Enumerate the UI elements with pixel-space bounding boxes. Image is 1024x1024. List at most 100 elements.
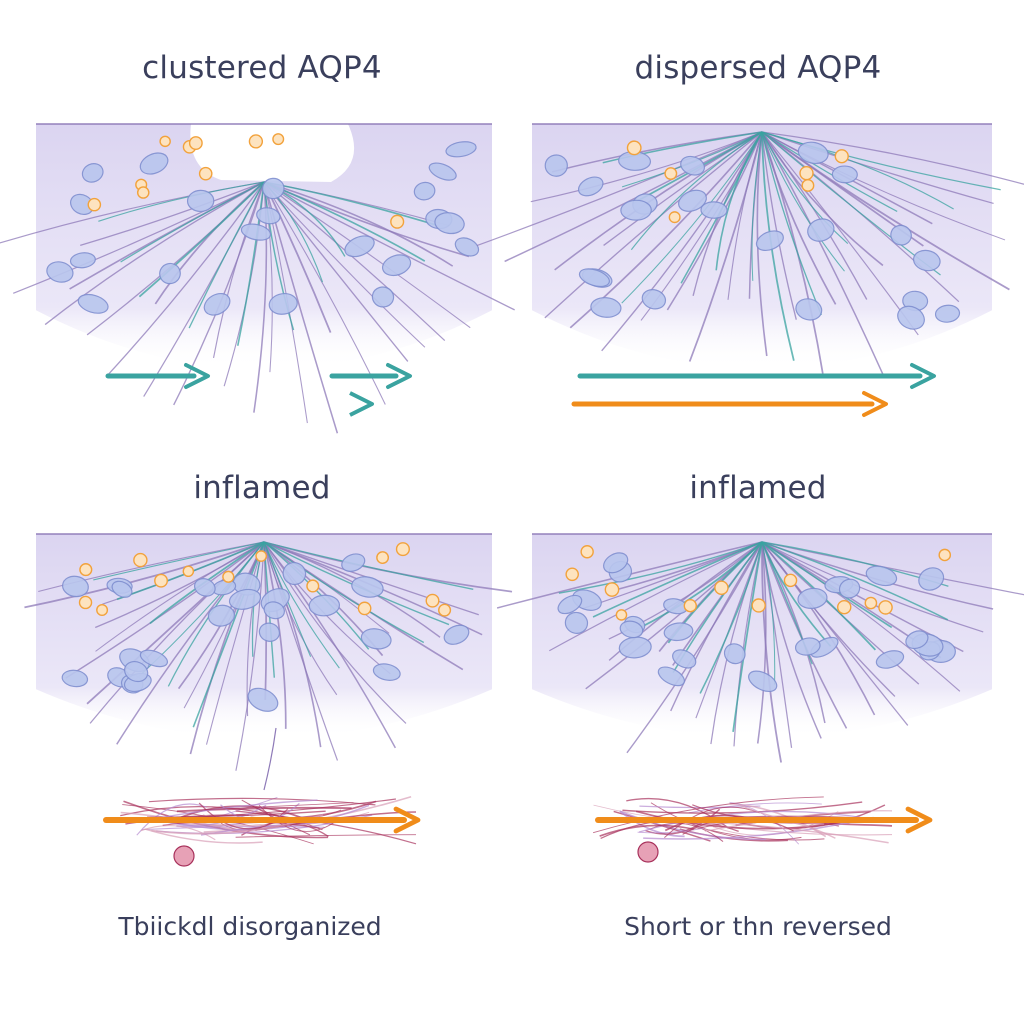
glial-fiber: [761, 131, 837, 305]
disorganized-fiber: [136, 803, 207, 836]
cell-nucleus: [111, 580, 133, 598]
inflamed-right-diagram: [496, 528, 1024, 878]
glial-fiber: [235, 541, 265, 771]
aqp4-process: [558, 541, 763, 594]
aqp4-cluster: [799, 165, 814, 181]
glial-fiber: [761, 131, 884, 376]
glial-fiber: [189, 541, 265, 755]
cell-nucleus: [544, 154, 568, 177]
aqp4-cluster: [96, 604, 109, 617]
glial-fiber: [89, 541, 265, 724]
glial-fiber: [263, 181, 454, 267]
cell-nucleus: [159, 262, 181, 285]
cell-nucleus: [258, 622, 281, 642]
aqp4-cluster: [395, 542, 410, 557]
glial-fiber: [24, 541, 265, 609]
aqp4-process: [761, 131, 822, 316]
cell-nucleus: [838, 578, 861, 599]
cell-nucleus: [875, 650, 905, 669]
glial-fiber: [761, 541, 782, 763]
cell-nucleus: [590, 297, 622, 318]
aqp4-process: [192, 541, 265, 728]
aqp4-cluster: [864, 596, 878, 610]
aqp4-process: [761, 131, 898, 212]
cell-nucleus: [657, 666, 685, 687]
panel-title-inflamed-right: inflamed: [689, 470, 827, 506]
glial-fiber: [761, 541, 1024, 596]
glial-fiber: [761, 131, 1006, 241]
cell-nucleus: [139, 152, 169, 175]
disorganized-fiber: [258, 804, 337, 832]
flow-arrow-head: [905, 806, 933, 834]
aqp4-process: [138, 181, 265, 298]
aqp4-cluster: [79, 563, 93, 577]
aqp4-cluster: [664, 167, 678, 180]
glial-fiber: [761, 541, 896, 697]
cell-nucleus: [918, 567, 945, 591]
cell-nucleus: [360, 628, 392, 650]
clustered-aqp4-diagram: [0, 118, 515, 434]
cell-nucleus: [381, 254, 412, 277]
cell-nucleus: [797, 141, 829, 165]
glial-fiber: [263, 541, 407, 724]
glial-fiber: [761, 541, 793, 748]
glial-fiber: [205, 541, 265, 745]
cell-nucleus: [193, 578, 216, 597]
glial-fiber: [476, 131, 763, 247]
glial-fiber: [212, 181, 265, 359]
aqp4-cluster: [668, 211, 681, 224]
glial-fiber: [263, 181, 332, 333]
glial-fiber: [544, 131, 763, 319]
aqp4-cluster: [306, 579, 320, 593]
aqp4-cluster: [182, 565, 195, 578]
aqp4-cluster: [834, 149, 849, 164]
glial-fiber: [263, 541, 287, 729]
cell-nucleus: [663, 622, 694, 642]
cell-nucleus: [672, 649, 697, 669]
glial-fiber: [530, 131, 763, 203]
cell-nucleus: [413, 181, 436, 201]
disorganized-fiber: [599, 824, 694, 837]
aqp4-cluster: [376, 551, 390, 565]
csf-flow-arrow-head: [184, 363, 210, 389]
cell-nucleus: [797, 587, 828, 609]
panel-title-clustered: clustered AQP4: [142, 50, 382, 86]
panel-title-dispersed: dispersed AQP4: [634, 50, 882, 86]
cell-nucleus: [564, 611, 589, 634]
glial-fiber: [601, 131, 763, 352]
cell-nucleus: [256, 207, 281, 225]
cell-nucleus: [831, 165, 858, 184]
glial-fiber: [65, 541, 265, 679]
aqp4-cluster: [357, 601, 372, 616]
aqp4-cluster: [837, 599, 852, 615]
cell-nucleus: [81, 163, 104, 183]
aqp4-process: [761, 131, 849, 244]
disorganized-fiber: [704, 810, 893, 832]
aqp4-process: [751, 131, 763, 281]
disorganized-fiber: [643, 816, 874, 840]
cell-nucleus: [69, 252, 96, 269]
aqp4-process: [715, 131, 763, 271]
caption-left: Tbiickdl disorganized: [118, 912, 382, 941]
glial-fiber: [761, 131, 994, 205]
cell-nucleus: [755, 230, 784, 252]
cell-nucleus: [282, 561, 307, 586]
glial-fiber: [263, 181, 426, 348]
aqp4-cluster: [751, 598, 766, 613]
cell-nucleus: [897, 305, 925, 330]
aqp4-cluster: [615, 609, 628, 621]
cell-nucleus: [428, 162, 457, 181]
cell-nucleus: [619, 620, 644, 639]
glial-fiber: [263, 541, 397, 749]
disorganized-fiber: [147, 799, 318, 821]
caption-right: Short or thn reversed: [624, 912, 892, 941]
csf-flow-arrow-head: [910, 363, 936, 389]
cell-nucleus: [905, 630, 929, 650]
cell-nucleus: [372, 663, 401, 681]
disorganized-fiber: [664, 806, 760, 838]
aqp4-cluster: [222, 570, 235, 583]
cell-nucleus: [795, 298, 823, 321]
cell-nucleus: [77, 293, 109, 314]
aqp4-cluster: [248, 134, 264, 149]
aqp4-process: [98, 181, 265, 222]
